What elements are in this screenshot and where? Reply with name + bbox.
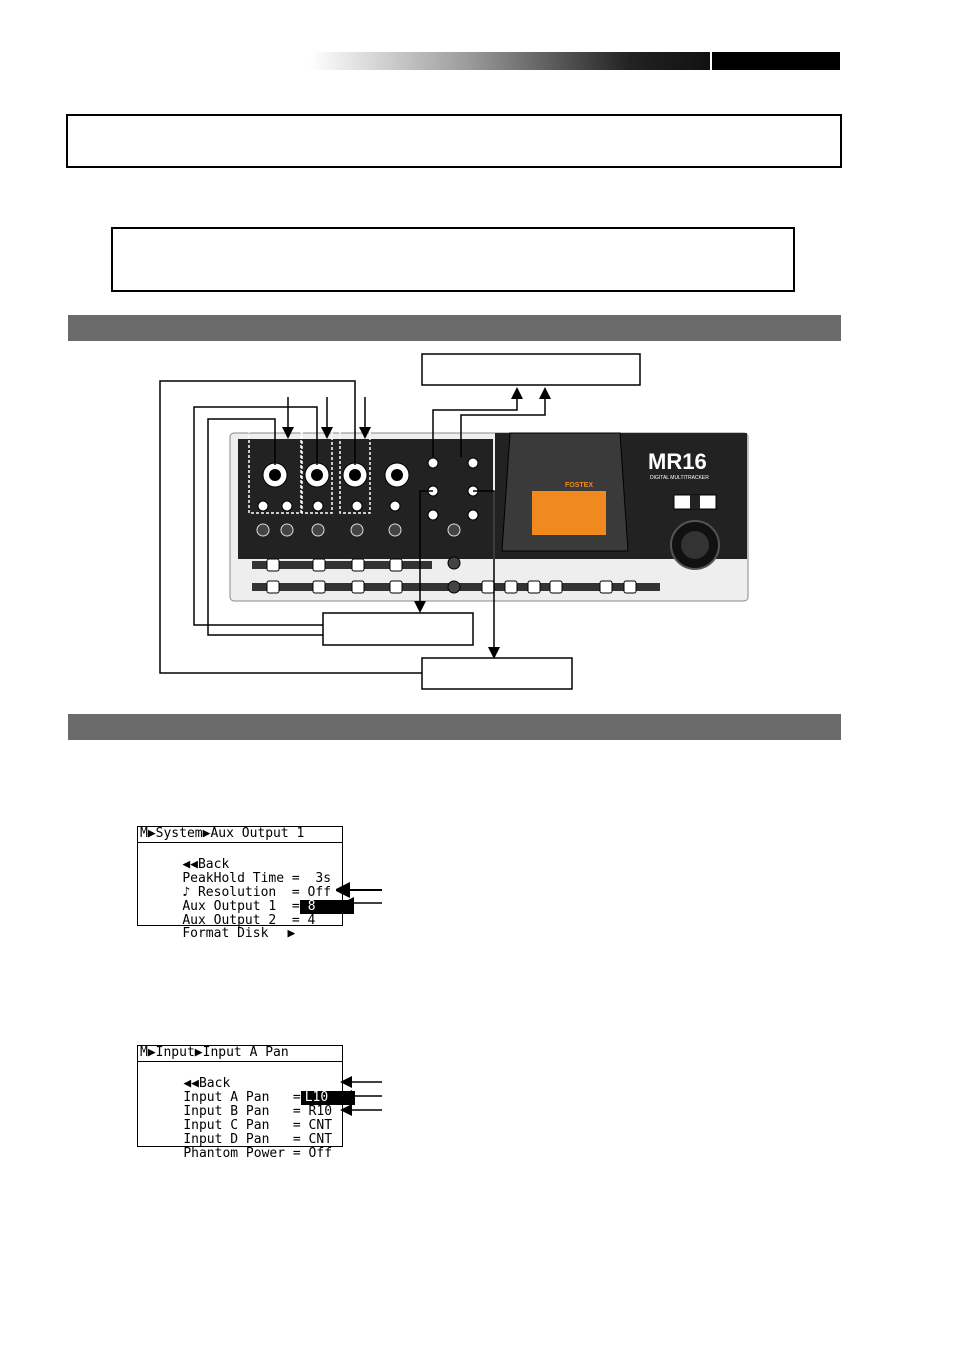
- lcd-row-resolution: ♪ Resolution = Off: [182, 885, 332, 900]
- lcd-row-input-b-pan: Input B Pan = R10: [183, 1104, 333, 1119]
- lcd-row-back: ◀◀Back: [183, 1076, 231, 1091]
- lcd-row-aux-output-2: Aux Output 2 = 4: [182, 913, 316, 928]
- lcd-row-input-d-pan: Input D Pan = CNT: [183, 1132, 333, 1147]
- mr16-device: FOSTEX MR16 DIGITAL MULTITRACKER: [229, 432, 749, 602]
- brand-logo: FOSTEX: [565, 482, 593, 489]
- screen1-arrows: [336, 882, 382, 909]
- lcd-row-format-disk: Format Disk▶: [182, 926, 296, 941]
- section-bar-connection: [68, 315, 841, 341]
- lcd-row-input-c-pan: Input C Pan = CNT: [183, 1118, 333, 1133]
- aux-output-1-value: 8: [299, 900, 354, 914]
- label-box-bottom: [421, 657, 573, 690]
- section-bar-settings: [68, 714, 841, 740]
- lcd-title: M▶Input▶Input A Pan: [138, 1046, 342, 1062]
- lcd-row-phantom-power: Phantom Power = Off: [183, 1146, 333, 1161]
- device-lcd: [532, 491, 606, 535]
- label-box-middle: [322, 612, 474, 646]
- lcd-screen-system: M▶System▶Aux Output 1 ◀◀Back PeakHold Ti…: [137, 826, 354, 941]
- note-box: [66, 114, 842, 168]
- header-gradient-bar: [310, 52, 710, 70]
- callout-box: [111, 227, 795, 292]
- screen2-arrows: [340, 1076, 382, 1116]
- model-subtitle: DIGITAL MULTITRACKER: [650, 475, 709, 481]
- model-logo: MR16: [648, 449, 707, 474]
- lcd-row-peakhold: PeakHold Time = 3s: [182, 871, 332, 886]
- lcd-row-aux-output-1: Aux Output 1 =8: [151, 886, 354, 914]
- lcd-row-input-a-pan: Input A Pan =L10: [152, 1077, 355, 1105]
- lcd-row-back: ◀◀Back: [182, 857, 230, 872]
- connection-diagram: FOSTEX MR16 DIGITAL MULTITRACKER: [159, 353, 749, 690]
- header-black-tab: [712, 52, 840, 70]
- label-box-top: [421, 353, 641, 386]
- lcd-title: M▶System▶Aux Output 1: [138, 827, 342, 843]
- lcd-screen-input: M▶Input▶Input A Pan ◀◀Back Input A Pan =…: [137, 1045, 355, 1161]
